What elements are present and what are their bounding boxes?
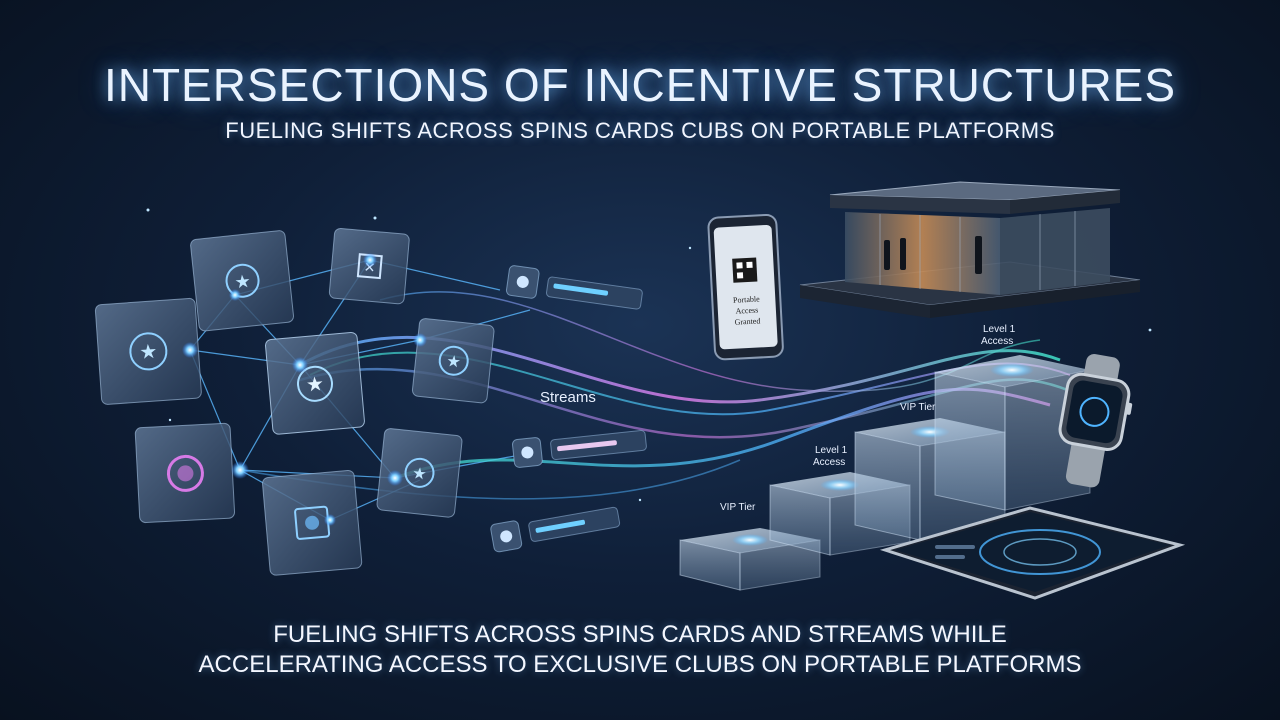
card-5: ★ (411, 318, 495, 404)
footer-caption: FUELING SHIFTS ACROSS SPINS CARDS AND ST… (0, 620, 1280, 680)
page-title: INTERSECTIONS OF INCENTIVE STRUCTURES (103, 59, 1177, 111)
tablet (879, 506, 1186, 600)
stream-widget-top (505, 265, 643, 310)
club-building (799, 181, 1141, 318)
tier-1-label: VIP Tier (720, 502, 756, 513)
star-icon: ★ (446, 351, 462, 371)
smartwatch (1058, 354, 1133, 488)
tier-cube-1 (679, 528, 821, 591)
smartphone: Portable Access Granted (707, 213, 784, 361)
card-4: ★ (265, 331, 365, 435)
card-6 (134, 422, 236, 524)
tier-4-sublabel: Access (981, 336, 1013, 347)
tier-2-label: Level 1 (815, 445, 848, 456)
phone-screen-line3: Granted (734, 316, 760, 326)
network-nodes (182, 253, 427, 526)
card-2: ★ (190, 230, 295, 332)
stream-widget-middle (511, 429, 647, 468)
star-icon: ★ (139, 339, 159, 364)
footer-line-1: FUELING SHIFTS ACROSS SPINS CARDS AND ST… (273, 621, 1007, 648)
card-8: ★ (376, 428, 463, 518)
star-icon: ★ (305, 371, 325, 396)
tier-4-label: Level 1 (983, 324, 1016, 335)
footer-line-2: ACCELERATING ACCESS TO EXCLUSIVE CLUBS O… (198, 651, 1082, 678)
streams-label: Streams (540, 389, 596, 406)
people-silhouettes (884, 236, 982, 274)
card-1: ★ (94, 297, 202, 405)
tier-2-sublabel: Access (813, 457, 845, 468)
star-icon: ★ (234, 271, 252, 294)
tier-3-label: VIP Tier (900, 402, 936, 413)
card-7 (262, 469, 363, 576)
phone-screen-line2: Access (735, 306, 758, 316)
stream-widget-bottom (490, 506, 621, 553)
page-subtitle: FUELING SHIFTS ACROSS SPINS CARDS CUBS O… (225, 118, 1055, 143)
phone-screen-line1: Portable (733, 294, 761, 304)
sparkles (146, 208, 1152, 502)
star-icon: ★ (411, 463, 427, 483)
